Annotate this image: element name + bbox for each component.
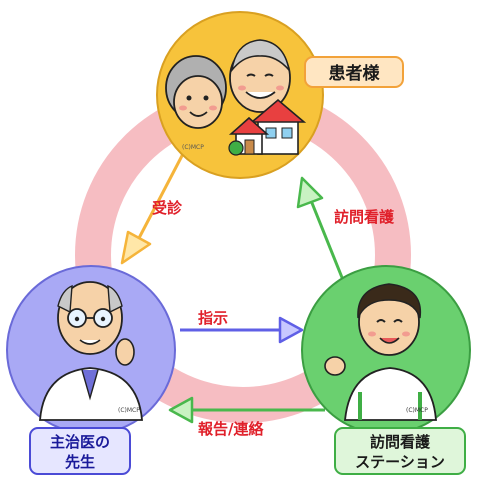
doctor-label-line1: 主治医の [50, 433, 110, 451]
node-patient: (C)MCP [156, 11, 324, 179]
house-illustration [228, 98, 307, 156]
doctor-illustration [39, 281, 143, 421]
arrow-consult [120, 149, 187, 265]
elderly-woman-illustration [165, 55, 227, 129]
node-doctor: (C)MCP [6, 265, 176, 435]
arrow-report [168, 396, 325, 424]
elderly-man-illustration [229, 39, 291, 113]
nurse-illustration [324, 283, 437, 421]
doctor-label-box: 主治医の 先生 [29, 427, 131, 475]
edge-label-report: 報告/連絡 [198, 420, 264, 438]
patient-label: 患者様 [329, 63, 381, 84]
doctor-label-line2: 先生 [65, 453, 95, 471]
station-label-line2: ステーション [355, 453, 445, 471]
edge-label-instruct: 指示 [198, 309, 228, 327]
patient-credit: (C)MCP [182, 144, 204, 151]
arrow-visit [296, 176, 347, 286]
edge-label-consult: 受診 [152, 199, 183, 217]
doctor-credit: (C)MCP [118, 407, 140, 414]
edge-label-visit: 訪問看護 [334, 208, 395, 226]
station-label-line1: 訪問看護 [370, 433, 431, 451]
patient-label-box: 患者様 [304, 56, 404, 88]
station-credit: (C)MCP [406, 407, 428, 414]
station-label-box: 訪問看護 ステーション [334, 427, 466, 475]
arrow-instruct [180, 316, 304, 344]
node-station: (C)MCP [301, 265, 471, 435]
